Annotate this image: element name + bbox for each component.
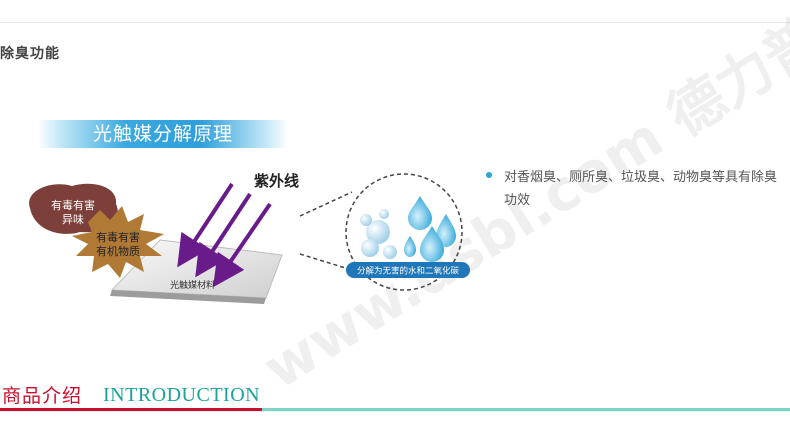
water-bubbles [360,209,397,259]
material-label: 光触媒材料 [170,279,215,291]
intro-title-en: INTRODUCTION [103,384,261,406]
intro-underline-light [0,411,790,412]
uv-label: 紫外线 [254,172,299,190]
result-badge: 分解为无害的水和二氧化碳 [346,262,470,278]
callout-lines [299,173,463,291]
uv-arrows [177,182,272,288]
diagram-banner [38,120,288,148]
section-title: 除臭功能 [0,46,60,62]
water-drops [404,196,456,262]
top-divider [0,22,790,23]
odor-label-line1: 有毒有害 [51,198,95,212]
diagram-banner-title: 光触媒分解原理 [92,123,233,145]
result-label: 分解为无害的水和二氧化碳 [357,266,460,277]
organic-label-line1: 有毒有害 [96,230,140,244]
organic-label-line2: 有机物质 [96,244,140,258]
intro-underline-red [0,408,262,411]
odor-label-line2: 异味 [62,213,84,226]
bullet-dot [486,172,492,178]
deodorize-description: 对香烟臭、厕所臭、垃圾臭、动物臭等具有除臭功效 [504,170,778,208]
intro-underline-teal [262,408,790,411]
organic-splash: 有毒有害 有机物质 [72,206,164,278]
intro-title-cn: 商品介绍 [2,385,83,407]
